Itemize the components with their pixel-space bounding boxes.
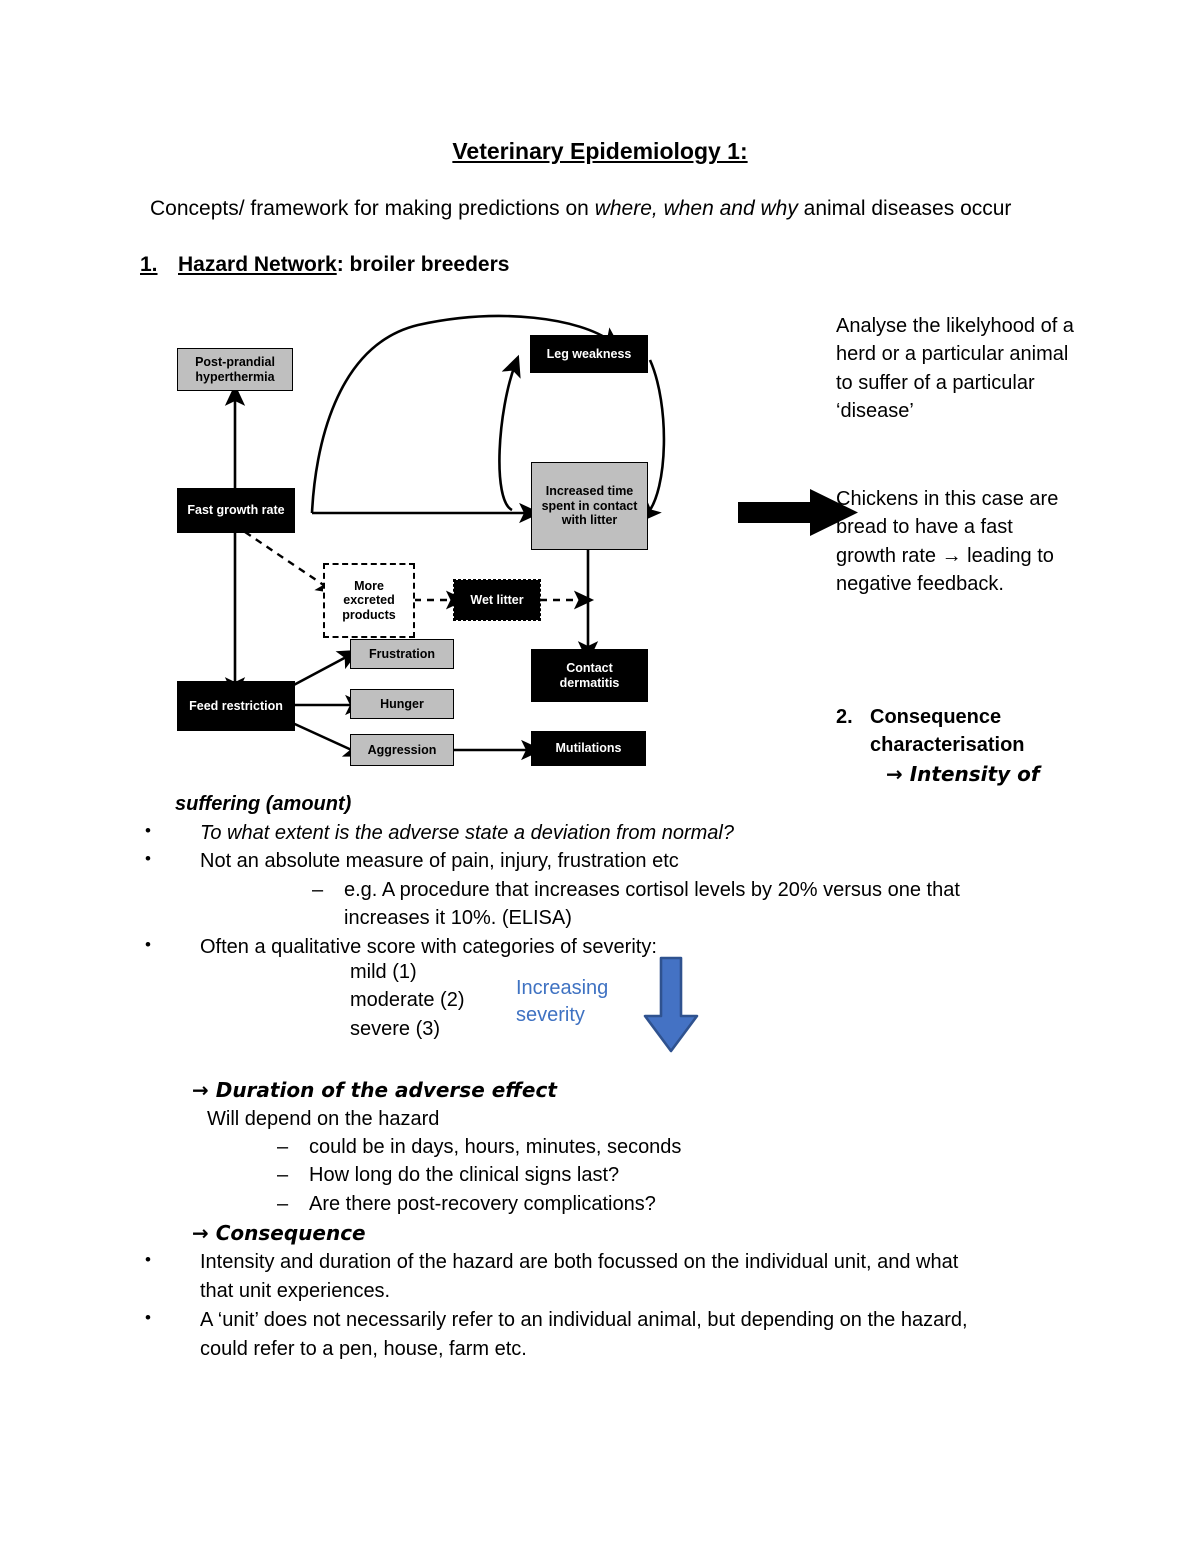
blue-down-arrow-icon (643, 956, 699, 1053)
node-label: Increased time spent in contact with lit… (541, 484, 638, 528)
sub-list-item-label: e.g. A procedure that increases cortisol… (344, 879, 960, 901)
edge-leg-weakness-to-time-litter (639, 359, 666, 523)
severity-level-moderate: moderate (2) (350, 989, 465, 1012)
list-item: • Often a qualitative score with categor… (140, 933, 1040, 961)
hazard-network-diagram: Post-prandial hyperthermia Leg weakness … (160, 300, 680, 780)
edge-fgr-to-excreted-products (244, 531, 337, 594)
node-label: Aggression (367, 742, 437, 757)
bullet-marker: • (145, 849, 151, 868)
list-item-label: To what extent is the adverse state a de… (200, 822, 734, 844)
section-1-number: 1. (140, 253, 158, 276)
list-item-continuation: could refer to a pen, house, farm etc. (200, 1338, 527, 1360)
node-label: Fast growth rate (187, 503, 285, 518)
dash-marker: – (277, 1193, 289, 1215)
duration-heading: → Duration of the adverse effect (192, 1078, 557, 1102)
consequence-heading: → Consequence (192, 1221, 366, 1245)
node-label: More excreted products (342, 578, 396, 622)
suffering-amount-text: suffering (amount) (175, 793, 352, 815)
dash-marker: – (312, 879, 324, 901)
bullet-marker: • (145, 935, 151, 954)
analyse-likelyhood-text: Analyse the likelyhood of a herd or a pa… (836, 315, 1074, 423)
duration-subtext: Will depend on the hazard (207, 1108, 440, 1130)
diagram-node-more-excreted-products: More excreted products (323, 563, 415, 638)
diagram-node-aggression: Aggression (350, 734, 454, 766)
sub-list-item-label: could be in days, hours, minutes, second… (309, 1136, 682, 1158)
list-item-label: Not an absolute measure of pain, injury,… (200, 850, 679, 872)
diagram-node-wet-litter: Wet litter (453, 579, 541, 621)
diagram-connectors (224, 314, 666, 761)
diagram-node-mutilations: Mutilations (531, 731, 646, 766)
sub-list-item: – e.g. A procedure that increases cortis… (312, 876, 1052, 904)
sub-list-item-label: How long do the clinical signs last? (309, 1164, 620, 1186)
black-right-arrow-icon (738, 489, 858, 536)
diagram-node-post-prandial-hyperthermia: Post-prandial hyperthermia (177, 348, 293, 391)
list-item: • To what extent is the adverse state a … (140, 819, 1040, 847)
subtitle-line: Concepts/ framework for making predictio… (150, 197, 1080, 221)
sub-list-item: – could be in days, hours, minutes, seco… (277, 1133, 977, 1161)
node-label: Frustration (369, 646, 435, 661)
subtitle-suffix: animal diseases occur (797, 197, 1012, 220)
chickens-negative-feedback-text: Chickens in this case are bread to have … (836, 488, 1059, 596)
node-label: Wet litter (470, 592, 524, 607)
node-label: Mutilations (555, 741, 622, 756)
diagram-node-fast-growth-rate: Fast growth rate (177, 488, 295, 533)
node-label: Contact dermatitis (559, 661, 620, 690)
diagram-node-feed-restriction: Feed restriction (177, 681, 295, 731)
diagram-node-contact-dermatitis: Contact dermatitis (531, 649, 648, 702)
severity-level-mild: mild (1) (350, 961, 417, 983)
severity-levels-list: mild (1) moderate (2) severe (3) (350, 958, 465, 1043)
list-item-continuation: that unit experiences. (200, 1280, 391, 1302)
subtitle-prefix: Concepts/ framework for making predictio… (150, 197, 595, 220)
sub-list-item-label: Are there post-recovery complications? (309, 1193, 656, 1215)
bullet-marker: • (145, 1308, 151, 1327)
sub-list-item: – Are there post-recovery complications? (277, 1190, 977, 1218)
bullet-marker: • (145, 1250, 151, 1269)
section-2-line-2: characterisation (870, 734, 1025, 757)
diagram-node-hunger: Hunger (350, 689, 454, 719)
section-2-line-1: Consequence (870, 706, 1002, 728)
list-item-label: Often a qualitative score with categorie… (200, 936, 657, 958)
list-item: • Not an absolute measure of pain, injur… (140, 847, 1040, 875)
section-2-number: 2. (836, 706, 853, 728)
list-item: • Intensity and duration of the hazard a… (140, 1248, 1060, 1276)
node-label: Leg weakness (546, 346, 632, 361)
increasing-severity-label: Increasing severity (516, 977, 609, 1027)
list-item-label: A ‘unit’ does not necessarily refer to a… (200, 1309, 968, 1331)
dash-marker: – (277, 1164, 289, 1186)
sub-list-item: – How long do the clinical signs last? (277, 1161, 977, 1189)
section-2-line-3: → Intensity of (886, 761, 1040, 786)
diagram-node-frustration: Frustration (350, 639, 454, 669)
section-2-heading: 2. Consequence characterisation → Intensi… (836, 703, 1086, 788)
section-1-title-rest: : broiler breeders (336, 253, 510, 276)
dash-marker: – (277, 1136, 289, 1158)
bullet-marker: • (145, 821, 151, 840)
edge-top-feedback-curve (310, 314, 621, 514)
list-item: • A ‘unit’ does not necessarily refer to… (140, 1306, 1080, 1334)
subtitle-emphasis: where, when and why (594, 197, 798, 220)
page-title: Veterinary Epidemiology 1: (452, 138, 748, 164)
node-label: Feed restriction (189, 698, 283, 713)
edge-time-litter-to-leg-weakness (498, 354, 521, 512)
diagram-node-leg-weakness: Leg weakness (530, 335, 648, 373)
severity-level-severe: severe (3) (350, 1017, 441, 1040)
list-item-label: Intensity and duration of the hazard are… (200, 1251, 959, 1273)
sub-list-item-continuation: increases it 10%. (ELISA) (344, 907, 572, 929)
node-label: Post-prandial hyperthermia (195, 355, 275, 384)
section-1-heading: 1. Hazard Network: broiler breeders (140, 253, 509, 277)
section-1-title-underlined: Hazard Network (178, 253, 337, 276)
node-label: Hunger (380, 696, 424, 711)
diagram-node-increased-time-contact-litter: Increased time spent in contact with lit… (531, 462, 648, 550)
